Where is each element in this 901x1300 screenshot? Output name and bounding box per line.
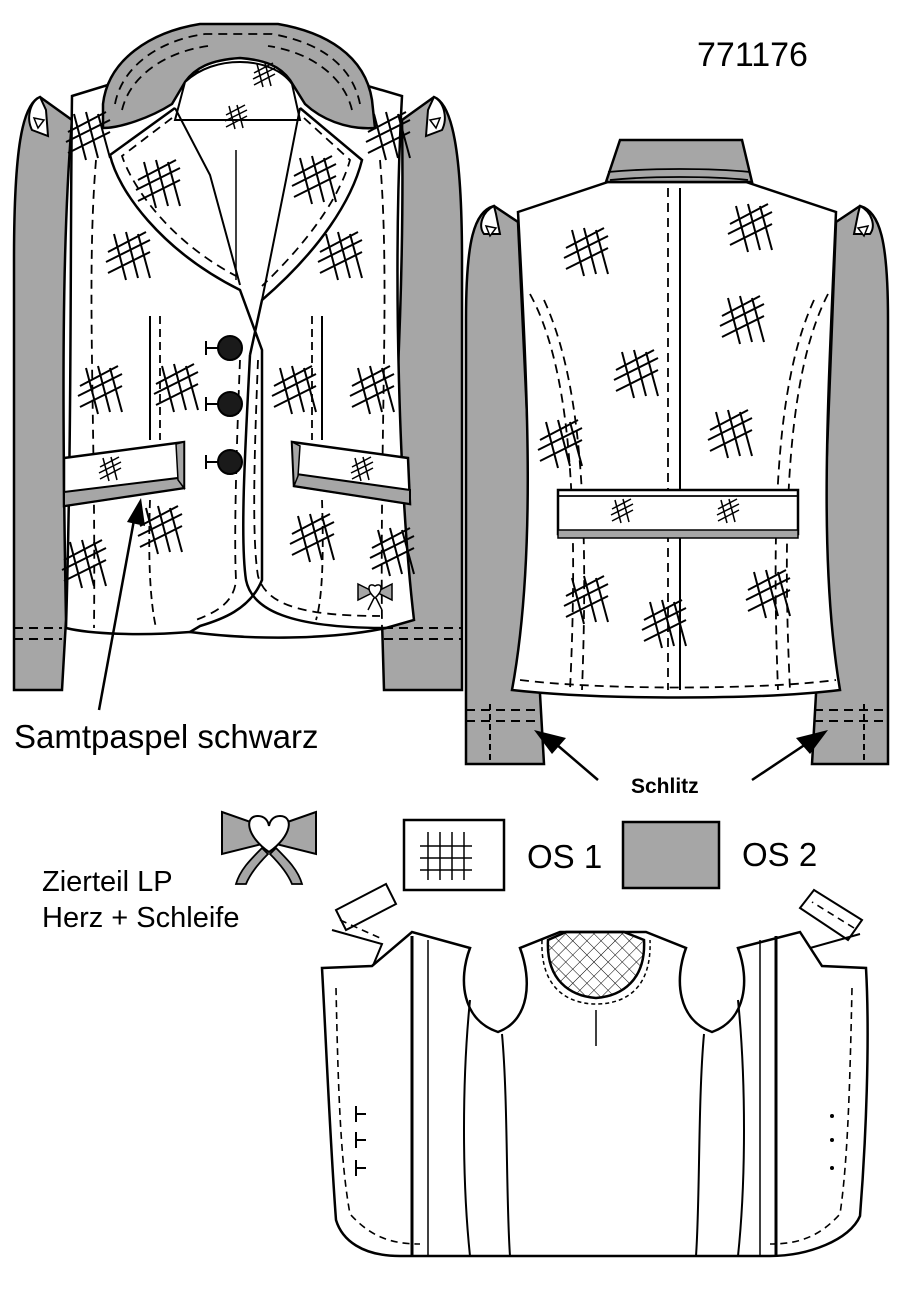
front-heart-trim — [357, 582, 393, 611]
label-velvet-piping: Samtpaspel schwarz — [14, 718, 319, 755]
front-right-lapel — [248, 107, 364, 356]
label-outer-fabric-2: OS 2 — [742, 836, 818, 873]
flat-lining-pattern — [320, 882, 869, 1258]
back-belt — [556, 488, 800, 536]
flat-neck-facing — [546, 930, 646, 1000]
label-trim-line2: Herz + Schleife — [42, 902, 240, 934]
label-trim-line1: Zierteil LP — [42, 866, 173, 898]
flat-body-outline — [320, 930, 869, 1258]
back-collar — [604, 138, 754, 184]
arrow-icon — [751, 742, 807, 782]
swatch-os2 — [621, 820, 721, 890]
back-body — [510, 180, 842, 699]
swatch-os1 — [402, 818, 506, 892]
front-left-lapel — [108, 106, 264, 634]
jacket-front-view — [12, 22, 464, 692]
article-number: 771176 — [697, 36, 808, 74]
front-left-sleeve — [12, 95, 74, 692]
button-icon — [217, 449, 243, 475]
heart-bow-icon — [221, 810, 317, 885]
jacket-back-view — [464, 138, 890, 766]
label-slit: Schlitz — [631, 775, 699, 798]
arrow-icon — [97, 519, 136, 711]
arrow-icon — [555, 743, 599, 781]
front-buttons — [205, 335, 243, 475]
front-collar — [101, 22, 377, 130]
button-icon — [217, 391, 243, 417]
label-outer-fabric-1: OS 1 — [527, 838, 603, 875]
callout-arrows — [97, 498, 828, 782]
button-icon — [217, 335, 243, 361]
